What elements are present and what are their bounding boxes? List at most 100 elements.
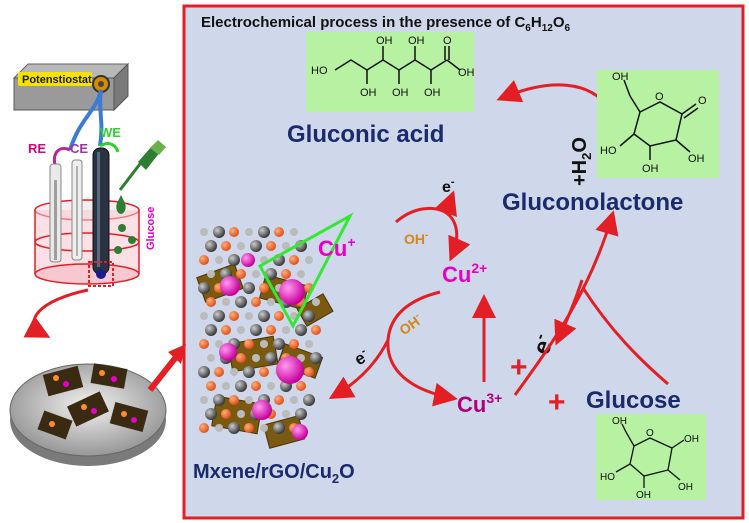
title-sub-12: 12 (542, 23, 554, 34)
electrode-disc (9, 363, 167, 466)
svg-text:OH: OH (688, 153, 705, 165)
oxygen-atom (259, 283, 269, 293)
carbon-atom (198, 282, 210, 294)
arrow-to-disc (23, 288, 89, 338)
svg-text:OH: OH (642, 163, 659, 175)
carbon-atom (228, 422, 240, 434)
title-o: O (553, 14, 565, 31)
titanium-atom (237, 326, 245, 334)
oh-label-top: OH- (404, 230, 428, 247)
svg-text:O: O (646, 428, 654, 439)
carbon-atom (295, 408, 307, 420)
svg-text:HO: HO (600, 472, 615, 483)
electrode-tip-highlight (88, 261, 114, 287)
svg-text:OH: OH (636, 490, 651, 501)
gluconolactone-atoms: OH O O OH OH HO (600, 71, 707, 175)
gluconic-acid-structure-box (306, 32, 474, 112)
carbon-atom (273, 338, 285, 350)
oxygen-atom (214, 367, 224, 377)
oxygen-atom (199, 423, 209, 433)
oxygen-atom (251, 381, 261, 391)
oxygen-atom (304, 367, 314, 377)
oxygen-atom (229, 227, 239, 237)
gluconolactone-structure-box (597, 70, 719, 178)
svg-text:OH: OH (612, 416, 627, 427)
titanium-atom (305, 340, 313, 348)
oxygen-atom (206, 381, 216, 391)
cu-plus-highlight (257, 212, 354, 330)
svg-text:OH: OH (424, 87, 441, 99)
svg-text:O: O (655, 91, 664, 103)
oxygen-atom (236, 353, 246, 363)
carbon-atom (213, 310, 225, 322)
dropper-icon (116, 140, 166, 214)
panel-title: Electrochemical process in the presence … (201, 14, 571, 34)
redox-arrows (328, 80, 669, 407)
oxygen-atom (266, 325, 276, 335)
oxygen-atom (251, 297, 261, 307)
carbon-atom (228, 254, 240, 266)
cu-plus-label: Cu+ (318, 234, 356, 261)
carbon-atom (205, 240, 217, 252)
titanium-atom (252, 270, 260, 278)
title-h: H (531, 14, 542, 31)
carbon-atom (250, 240, 262, 252)
titanium-atom (297, 270, 305, 278)
titanium-atom (207, 270, 215, 278)
titanium-atom (237, 410, 245, 418)
oxygen-atom (296, 381, 306, 391)
titanium-atom (215, 424, 223, 432)
oxygen-atom (199, 339, 209, 349)
wire-re (52, 147, 71, 166)
cu2-label: Cu2+ (442, 260, 487, 287)
titanium-atom (267, 382, 275, 390)
oxygen-atom (289, 255, 299, 265)
wire-we (99, 142, 120, 153)
titanium-atom (222, 298, 230, 306)
cu2o-particle (219, 343, 237, 361)
cu3-label: Cu3+ (457, 390, 502, 417)
oxygen-atom (244, 339, 254, 349)
gluconolactone-structure (619, 79, 699, 160)
titanium-atom (200, 312, 208, 320)
oxygen-atom (229, 311, 239, 321)
potentiostat-label: Potenstiostat (22, 74, 92, 86)
gluconic-acid-structure (334, 46, 461, 84)
carbon-atom (213, 226, 225, 238)
gluconic-acid-label: Gluconic acid (287, 121, 444, 148)
titanium-atom (252, 354, 260, 362)
carbon-atom (205, 408, 217, 420)
oxygen-atom (221, 241, 231, 251)
titanium-atom (200, 228, 208, 236)
cu2o-particle (276, 356, 304, 384)
carbon-atom (250, 324, 262, 336)
oxygen-atom (311, 325, 321, 335)
glucose-structure-box (596, 414, 706, 500)
svg-text:OH: OH (678, 482, 693, 493)
cu2o-particle (241, 253, 255, 267)
svg-text:HO: HO (600, 145, 617, 157)
carbon-atom (303, 310, 315, 322)
oxygen-atom (244, 423, 254, 433)
wire-blue-2 (98, 89, 104, 147)
titanium-atom (215, 256, 223, 264)
titanium-atom (312, 298, 320, 306)
oxygen-atom (274, 395, 284, 405)
svg-text:OH: OH (612, 71, 629, 83)
titanium-atom (260, 424, 268, 432)
carbon-atom (295, 324, 307, 336)
oxygen-atom (236, 269, 246, 279)
re-label: RE (28, 141, 46, 156)
title-text: Electrochemical process in the presence … (201, 14, 525, 31)
working-electrode (92, 147, 110, 275)
oxygen-atom (229, 395, 239, 405)
disc-flakes (37, 363, 149, 440)
mxene-lattice (196, 226, 334, 449)
carbon-atom (273, 422, 285, 434)
plus-sign-2: + (548, 386, 566, 419)
titanium-atom (200, 396, 208, 404)
carbon-atom (265, 268, 277, 280)
oxygen-atom (206, 297, 216, 307)
cu2o-particle (220, 276, 240, 296)
oxygen-atom (266, 241, 276, 251)
